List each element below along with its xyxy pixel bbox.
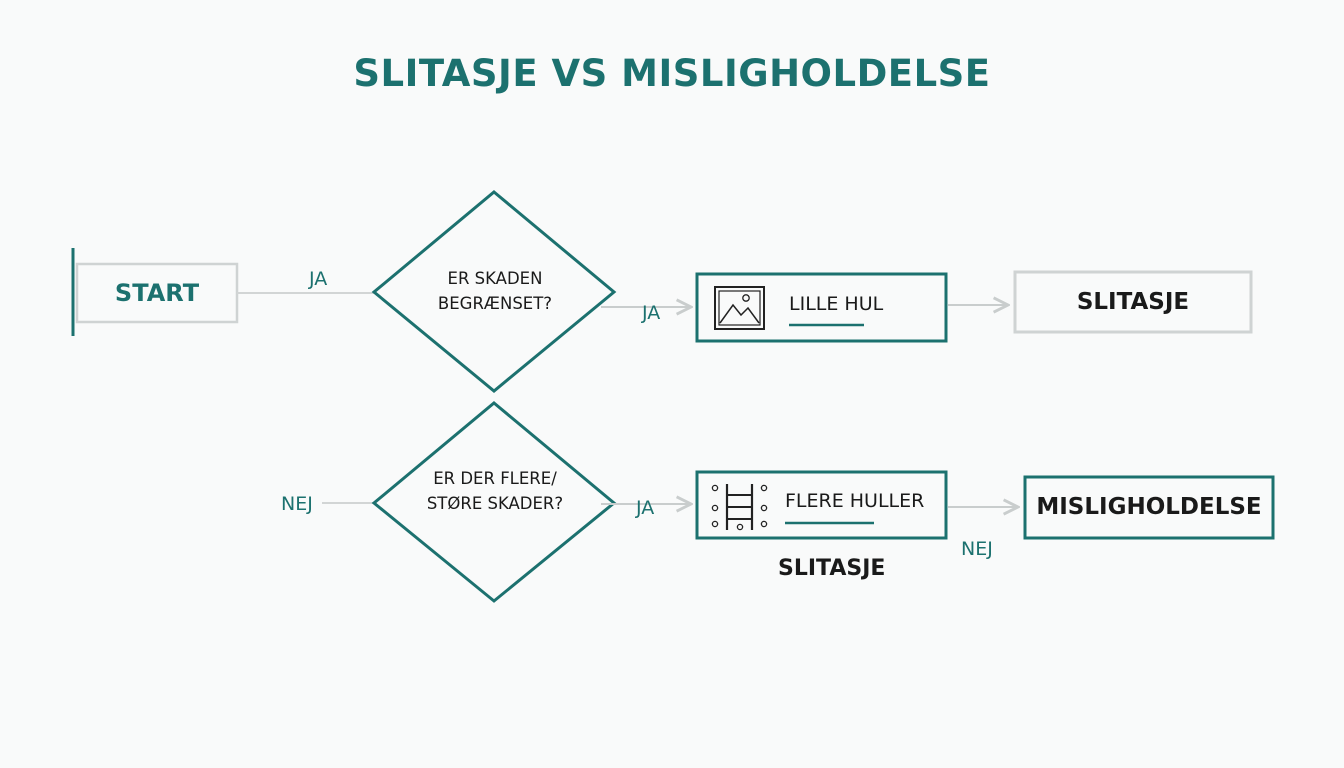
small-hole-label: LILLE HUL [789, 293, 884, 315]
decision-diamond-2 [371, 401, 617, 603]
decision1-text: ER SKADEN BEGRÆNSET? [410, 266, 580, 316]
small-hole-box [695, 272, 948, 343]
result-bottom-label: MISLIGHOLDELSE [1036, 494, 1262, 520]
decision-diamond-1 [371, 190, 617, 393]
edge-label-start-decision1: JA [309, 268, 328, 290]
edge-label-decision1-small-hole: JA [642, 302, 661, 324]
image-icon [714, 286, 765, 330]
result-top-box [1013, 270, 1253, 334]
start-label: START [114, 279, 200, 307]
edge-label-decision2-more-holes: JA [636, 497, 655, 519]
result-bottom-box [1023, 475, 1275, 540]
decision2-line2: STØRE SKADER? [426, 494, 564, 513]
more-holes-label: FLERE HULLER [785, 490, 925, 512]
decision2-text: ER DER FLERE/ STØRE SKADER? [410, 466, 580, 516]
more-holes-box [695, 470, 948, 540]
edge-label-to-decision2: NEJ [281, 493, 313, 515]
caption-below-more-holes: SLITASJE [778, 556, 886, 581]
decision1-line1: ER SKADEN [447, 269, 543, 288]
decision2-line1: ER DER FLERE/ [433, 469, 557, 488]
result-top-label: SLITASJE [1076, 289, 1190, 315]
page-title: SLITASJE VS MISLIGHOLDELSE [353, 52, 991, 95]
holes-frame-icon [711, 484, 768, 531]
edge-label-more-holes-result: NEJ [961, 538, 993, 560]
decision1-line2: BEGRÆNSET? [437, 294, 553, 313]
